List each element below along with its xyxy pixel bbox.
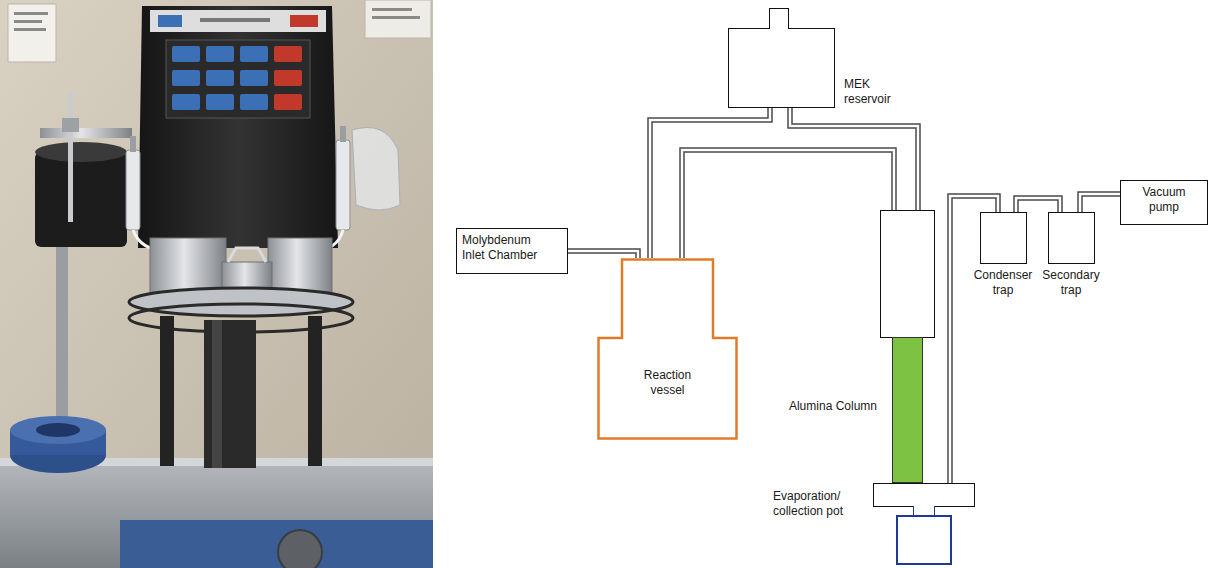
label-holder: Secondary trap <box>1038 268 1104 298</box>
pipe-bore <box>682 150 894 258</box>
pipe-wall <box>1080 194 1120 212</box>
part-label: MEK reservoir <box>844 77 906 107</box>
box-label: Reaction vessel <box>632 368 704 398</box>
pot-body <box>896 515 952 565</box>
reservoir-box: MEK reservoir <box>728 28 835 108</box>
evaporation-head <box>873 483 975 507</box>
part-label: Evaporation/ collection pot <box>773 489 867 519</box>
pipe-bore <box>1016 198 1060 212</box>
pump-box: Vacuum pump <box>1120 180 1208 225</box>
pipe-connector <box>682 150 894 258</box>
part-label: Secondary trap <box>1038 268 1104 298</box>
pipe-connector <box>1080 194 1120 212</box>
part-label: Condenser trap <box>970 268 1036 298</box>
reaction-vessel: Reaction vessel <box>597 258 738 440</box>
box-label: Molybdenum Inlet Chamber <box>457 229 549 263</box>
pipe-bore <box>650 108 770 258</box>
pipe-wall <box>790 108 918 210</box>
pipe-bore <box>568 251 638 258</box>
inlet-chamber-box: Molybdenum Inlet Chamber <box>456 228 568 274</box>
label-holder: Alumina Column <box>789 399 877 414</box>
apparatus-photo <box>0 0 433 568</box>
pipe-wall <box>1016 198 1060 212</box>
pipe-connector <box>1016 198 1060 212</box>
trap-box: Condenser trap <box>980 212 1027 264</box>
pipe-connector <box>650 108 770 258</box>
reservoir-neck <box>769 8 789 29</box>
label-holder: Evaporation/ collection pot <box>773 489 867 519</box>
pipe-bore <box>790 108 918 210</box>
collection-pot: Evaporation/ collection pot <box>873 483 975 565</box>
part-label: Alumina Column <box>789 399 877 414</box>
trap-box: Secondary trap <box>1048 212 1095 264</box>
alumina-column: Alumina Column <box>880 210 935 338</box>
pipe-bore <box>1080 194 1120 212</box>
vessel-outline-path <box>599 260 737 439</box>
pipe-wall <box>650 108 770 258</box>
pipe-connector <box>790 108 918 210</box>
pipe-wall <box>568 251 638 258</box>
pipe-connector <box>568 251 638 258</box>
label-holder: MEK reservoir <box>844 77 906 107</box>
label-holder: Condenser trap <box>970 268 1036 298</box>
vessel-outline <box>597 258 738 440</box>
box-label: Vacuum pump <box>1135 185 1193 215</box>
alumina-packing <box>892 337 923 483</box>
pipe-wall <box>682 150 894 258</box>
